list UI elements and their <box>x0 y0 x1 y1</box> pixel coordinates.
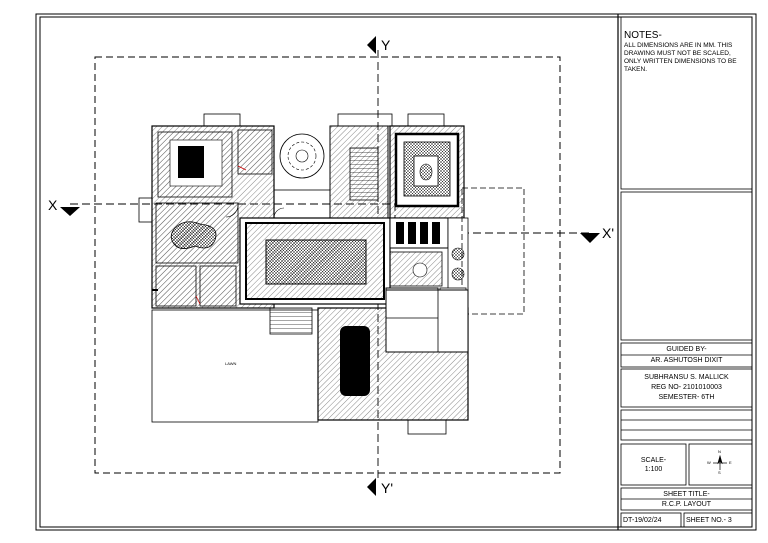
section-marker-y-top-icon <box>367 36 376 54</box>
axis-label-y-bottom: Y' <box>381 480 394 496</box>
tree-icon <box>279 133 325 179</box>
section-marker-x-right-icon <box>580 233 600 243</box>
title-block <box>620 16 753 528</box>
guide-name: AR. ASHUTOSH DIXIT <box>650 357 723 364</box>
compass-e: E <box>729 460 732 465</box>
sheet-title-label: SHEET TITLE- <box>663 491 710 498</box>
scale-label: SCALE- <box>640 457 667 464</box>
dashed-boundary <box>94 56 561 474</box>
sheet-title-value: R.C.P. LAYOUT <box>661 501 712 508</box>
notes-body: ALL DIMENSIONS ARE IN MM. THIS DRAWING M… <box>624 42 737 73</box>
outer-border <box>35 13 757 531</box>
student-semester: SEMESTER- 6TH <box>658 394 715 401</box>
axis-label-x-right: X' <box>602 225 615 241</box>
floor-plan <box>138 113 525 435</box>
section-marker-y-bottom-icon <box>367 478 376 496</box>
sheet-number: SHEET NO.- 3 <box>686 517 732 524</box>
car-icon <box>340 326 370 396</box>
student-reg-no: REG NO- 2101010003 <box>651 384 722 391</box>
date: DT-19/02/24 <box>623 517 662 524</box>
compass-w: W <box>707 460 711 465</box>
compass-s: S <box>718 470 721 475</box>
compass-n: N <box>718 449 721 454</box>
notes-title: NOTES- <box>624 30 662 41</box>
axis-label-y-top: Y <box>381 37 391 53</box>
lawn-label: LAWN <box>225 361 237 366</box>
student-name: SUBHRANSU S. MALLICK <box>644 374 729 381</box>
axis-label-x-left: X <box>48 197 58 213</box>
north-compass-icon <box>713 454 727 470</box>
section-marker-x-left-icon <box>60 207 80 216</box>
scale-value: 1:100 <box>644 466 663 473</box>
guided-by-label: GUIDED BY- <box>666 346 707 353</box>
